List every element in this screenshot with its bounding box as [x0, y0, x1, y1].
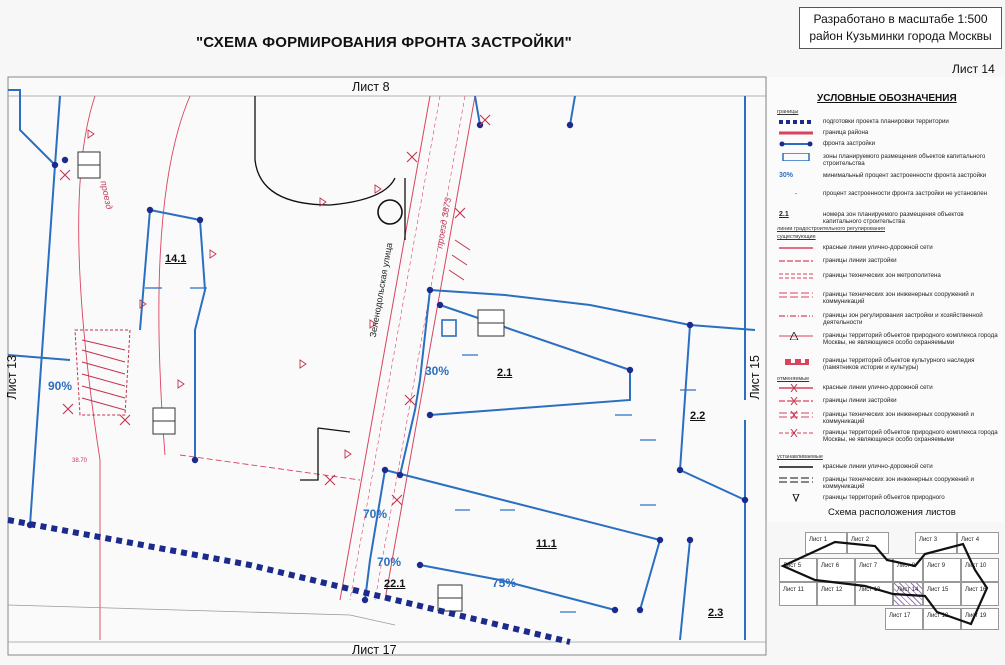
- edge-label-left: Лист 13: [5, 355, 19, 400]
- front-nw: [8, 89, 56, 166]
- engineering-line-mid: [300, 428, 319, 481]
- schema-cell: Лист 4: [957, 532, 999, 554]
- plot-boundary-south: [179, 454, 361, 481]
- stamp-district: район Кузьминки города Москвы: [809, 29, 992, 43]
- schema-title: Схема расположения листов: [828, 507, 956, 518]
- street-red-line-west: [339, 95, 431, 601]
- front-vertices: [26, 121, 749, 614]
- engineering-line-top: [254, 96, 396, 206]
- metro-zone-hatch: [74, 329, 131, 416]
- edge-label-bottom: Лист 17: [352, 643, 397, 657]
- street-red-line-east: [384, 95, 476, 601]
- sheet-layout-schema: Лист 1 Лист 2 Лист 3 Лист 4 Лист 5 Лист …: [775, 524, 1001, 634]
- stamp-scale: Разработано в масштабе 1:500: [813, 12, 988, 26]
- roundabout-symbol: [377, 199, 403, 225]
- front-gaps: [145, 287, 696, 613]
- schema-cell: Лист 10: [961, 558, 999, 582]
- scale-stamp: Разработано в масштабе 1:500 район Кузьм…: [799, 7, 1002, 49]
- engineering-line-stub: [317, 427, 351, 433]
- zone-label-2-3: 2.3: [708, 607, 724, 619]
- schema-cell: Лист 18: [923, 608, 961, 630]
- street-dash-west: [349, 95, 441, 601]
- edge-label-top: Лист 8: [352, 80, 390, 94]
- road-red-line-left-inner: [158, 95, 191, 456]
- legend-group-established: устанавливаемые: [777, 454, 823, 460]
- schema-cell: Лист 1: [805, 532, 847, 554]
- legend-sym-zones: [782, 153, 810, 161]
- legend-sym-project-boundary: [779, 120, 813, 124]
- schema-cell: Лист 11: [779, 582, 817, 606]
- zone-label-22-1: 22.1: [384, 578, 406, 590]
- road-edge-south: [7, 604, 396, 626]
- legend-group-borders: границы: [777, 109, 799, 115]
- road-red-line-left-outer: [78, 95, 101, 640]
- utility-hatch-passage: [448, 239, 471, 281]
- zone-label-11-1: 11.1: [536, 538, 557, 550]
- legend: УСЛОВНЫЕ ОБОЗНАЧЕНИЯ границы подготовки …: [766, 77, 1003, 522]
- percent-label-zone-2-1: 30%: [425, 364, 450, 378]
- legend-sym-front: [779, 141, 813, 147]
- legend-group-regulation: линии градостроительного регулирования: [777, 226, 885, 232]
- boundary-triangles: [87, 129, 382, 459]
- legend-sym-district: [779, 131, 813, 135]
- edge-label-right: Лист 15: [748, 355, 762, 400]
- schema-cell: Лист 9: [923, 558, 961, 582]
- legend-group-existing: существующие: [777, 234, 816, 240]
- map-frame: [7, 76, 767, 656]
- building-squares: [77, 151, 505, 612]
- schema-cell: Лист 13: [855, 582, 893, 606]
- district-outline: [780, 540, 989, 626]
- schema-cell: Лист 17: [885, 608, 923, 630]
- street-dash-east: [374, 95, 466, 601]
- legend-title: УСЛОВНЫЕ ОБОЗНАЧЕНИЯ: [817, 93, 957, 104]
- percent-label-zone-22-1: 70%: [377, 555, 402, 569]
- zone-label-2-1: 2.1: [497, 367, 513, 379]
- percent-label-west: 90%: [48, 379, 73, 393]
- percent-label-street-east: 70%: [363, 507, 388, 521]
- schema-cell: Лист 7: [855, 558, 893, 582]
- x-markers: [59, 114, 491, 506]
- project-boundary: [7, 517, 571, 645]
- planned-zone-square: [441, 319, 457, 337]
- sheet-number: Лист 14: [952, 62, 995, 76]
- percent-label-zone-11-1: 75%: [492, 576, 517, 590]
- legend-group-cancelled: отменяемые: [777, 376, 810, 382]
- zone-label-14-1: 14.1: [165, 253, 187, 265]
- sheet-title: "СХЕМА ФОРМИРОВАНИЯ ФРОНТА ЗАСТРОЙКИ": [196, 34, 572, 51]
- dimension-label: 38.70: [72, 458, 88, 464]
- zone-label-2-2: 2.2: [690, 410, 706, 422]
